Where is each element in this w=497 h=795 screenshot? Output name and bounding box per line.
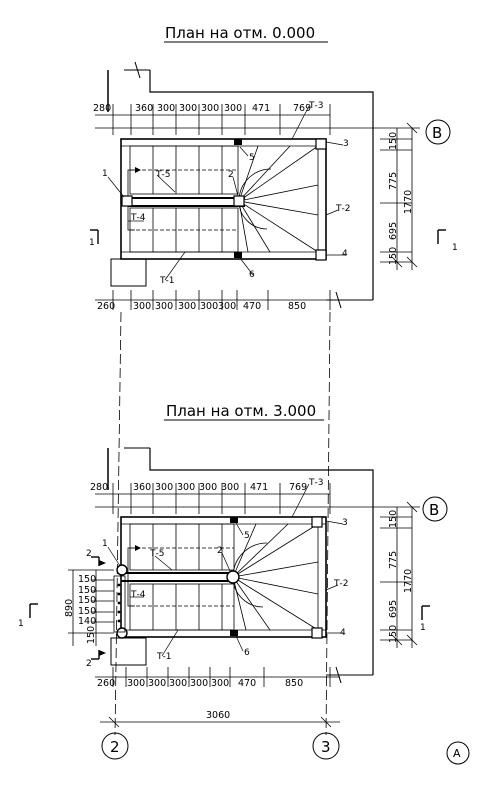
right-dim: 150 bbox=[388, 132, 399, 150]
right-dim: 150 bbox=[388, 510, 399, 528]
bottom-dim: 300 bbox=[169, 678, 187, 689]
left-dim: 150 bbox=[78, 574, 96, 585]
right-total: 1770 bbox=[403, 569, 414, 593]
label-1: 1 bbox=[102, 539, 108, 549]
plan-title: План на отм. 0.000 bbox=[165, 24, 315, 42]
bottom-dim: 850 bbox=[285, 678, 303, 689]
right-dim: 695 bbox=[388, 222, 399, 240]
label-4: 4 bbox=[340, 628, 346, 638]
axis-b-label: В bbox=[432, 124, 442, 142]
label-T3: Т-3 bbox=[308, 478, 323, 488]
axis-2-label: 2 bbox=[110, 738, 120, 756]
label-6: 6 bbox=[249, 270, 255, 280]
top-dim: 300 bbox=[199, 482, 217, 493]
section-mark: 1 bbox=[18, 619, 24, 629]
total-width: 3060 bbox=[206, 710, 230, 721]
section-mark-2: 2 bbox=[86, 549, 92, 559]
label-T4: Т-4 bbox=[130, 213, 146, 223]
bottom-dim: 300 bbox=[211, 678, 229, 689]
right-total: 1770 bbox=[403, 190, 414, 214]
label-T3: Т-3 bbox=[308, 101, 323, 111]
left-dim: 140 bbox=[78, 616, 96, 627]
label-T5: Т-5 bbox=[149, 549, 164, 559]
top-dim: 280 bbox=[93, 103, 111, 114]
bottom-dim: 260 bbox=[97, 678, 115, 689]
top-dim: 300 bbox=[201, 103, 219, 114]
section-mark-2: 2 bbox=[86, 659, 92, 669]
right-dim: 695 bbox=[388, 600, 399, 618]
label-T2: Т-2 bbox=[333, 579, 348, 589]
plan-3000: План на отм. 3.000 280 360 300 300 300 3… bbox=[18, 402, 448, 728]
axis-a-label: А bbox=[453, 747, 461, 760]
left-dim: 150 bbox=[78, 606, 96, 617]
label-2: 2 bbox=[217, 546, 223, 556]
right-dim: 150 bbox=[388, 625, 399, 643]
right-dim: 775 bbox=[388, 551, 399, 569]
bottom-dim: 300 bbox=[178, 301, 196, 312]
label-1: 1 bbox=[102, 169, 108, 179]
plan-0000: План на отм. 0.000 280 360 300 300 300 3… bbox=[89, 24, 458, 312]
label-T2: Т-2 bbox=[335, 204, 350, 214]
bottom-dim: 260 bbox=[97, 301, 115, 312]
bottom-dim: 470 bbox=[238, 678, 256, 689]
top-dim: 300 bbox=[155, 482, 173, 493]
bottom-dim: 850 bbox=[288, 301, 306, 312]
label-T4: Т-4 bbox=[130, 590, 146, 600]
top-dim: 300 bbox=[177, 482, 195, 493]
top-dim: 280 bbox=[90, 482, 108, 493]
axis-3-label: 3 bbox=[321, 738, 331, 756]
label-2: 2 bbox=[228, 170, 234, 180]
top-dim: 300 bbox=[221, 482, 239, 493]
bottom-dim: 300 bbox=[127, 678, 145, 689]
left-dim: 150 bbox=[86, 626, 97, 644]
top-dim: 300 bbox=[179, 103, 197, 114]
label-5: 5 bbox=[249, 153, 255, 163]
right-dim: 775 bbox=[388, 172, 399, 190]
label-3: 3 bbox=[343, 139, 349, 149]
label-3: 3 bbox=[342, 518, 348, 528]
label-T5: Т-5 bbox=[155, 170, 170, 180]
right-dim: 150 bbox=[388, 247, 399, 265]
plan-title: План на отм. 3.000 bbox=[166, 402, 316, 420]
left-dim: 150 bbox=[78, 595, 96, 606]
axis-b-label: В bbox=[429, 501, 439, 519]
top-dim: 300 bbox=[157, 103, 175, 114]
top-dim: 471 bbox=[252, 103, 270, 114]
top-dim: 471 bbox=[250, 482, 268, 493]
bottom-dim: 300 bbox=[190, 678, 208, 689]
label-6: 6 bbox=[244, 648, 250, 658]
section-mark: 1 bbox=[420, 623, 426, 633]
label-T1: Т-1 bbox=[159, 276, 174, 286]
label-5: 5 bbox=[244, 531, 250, 541]
top-dim: 360 bbox=[135, 103, 153, 114]
section-mark: 1 bbox=[89, 238, 95, 248]
bottom-dim: 300 bbox=[148, 678, 166, 689]
bottom-dim: 470 bbox=[243, 301, 261, 312]
bottom-dim: 300 bbox=[200, 301, 218, 312]
top-dim: 360 bbox=[133, 482, 151, 493]
left-total: 890 bbox=[64, 599, 75, 617]
label-4: 4 bbox=[342, 249, 348, 259]
top-dim: 769 bbox=[293, 103, 311, 114]
section-mark: 1 bbox=[452, 243, 458, 253]
label-T1: Т-1 bbox=[156, 652, 171, 662]
bottom-dim: 300 bbox=[155, 301, 173, 312]
left-dim: 150 bbox=[78, 585, 96, 596]
bottom-dim: 300 bbox=[218, 301, 236, 312]
top-dim: 300 bbox=[224, 103, 242, 114]
bottom-dim: 300 bbox=[133, 301, 151, 312]
top-dim: 769 bbox=[289, 482, 307, 493]
